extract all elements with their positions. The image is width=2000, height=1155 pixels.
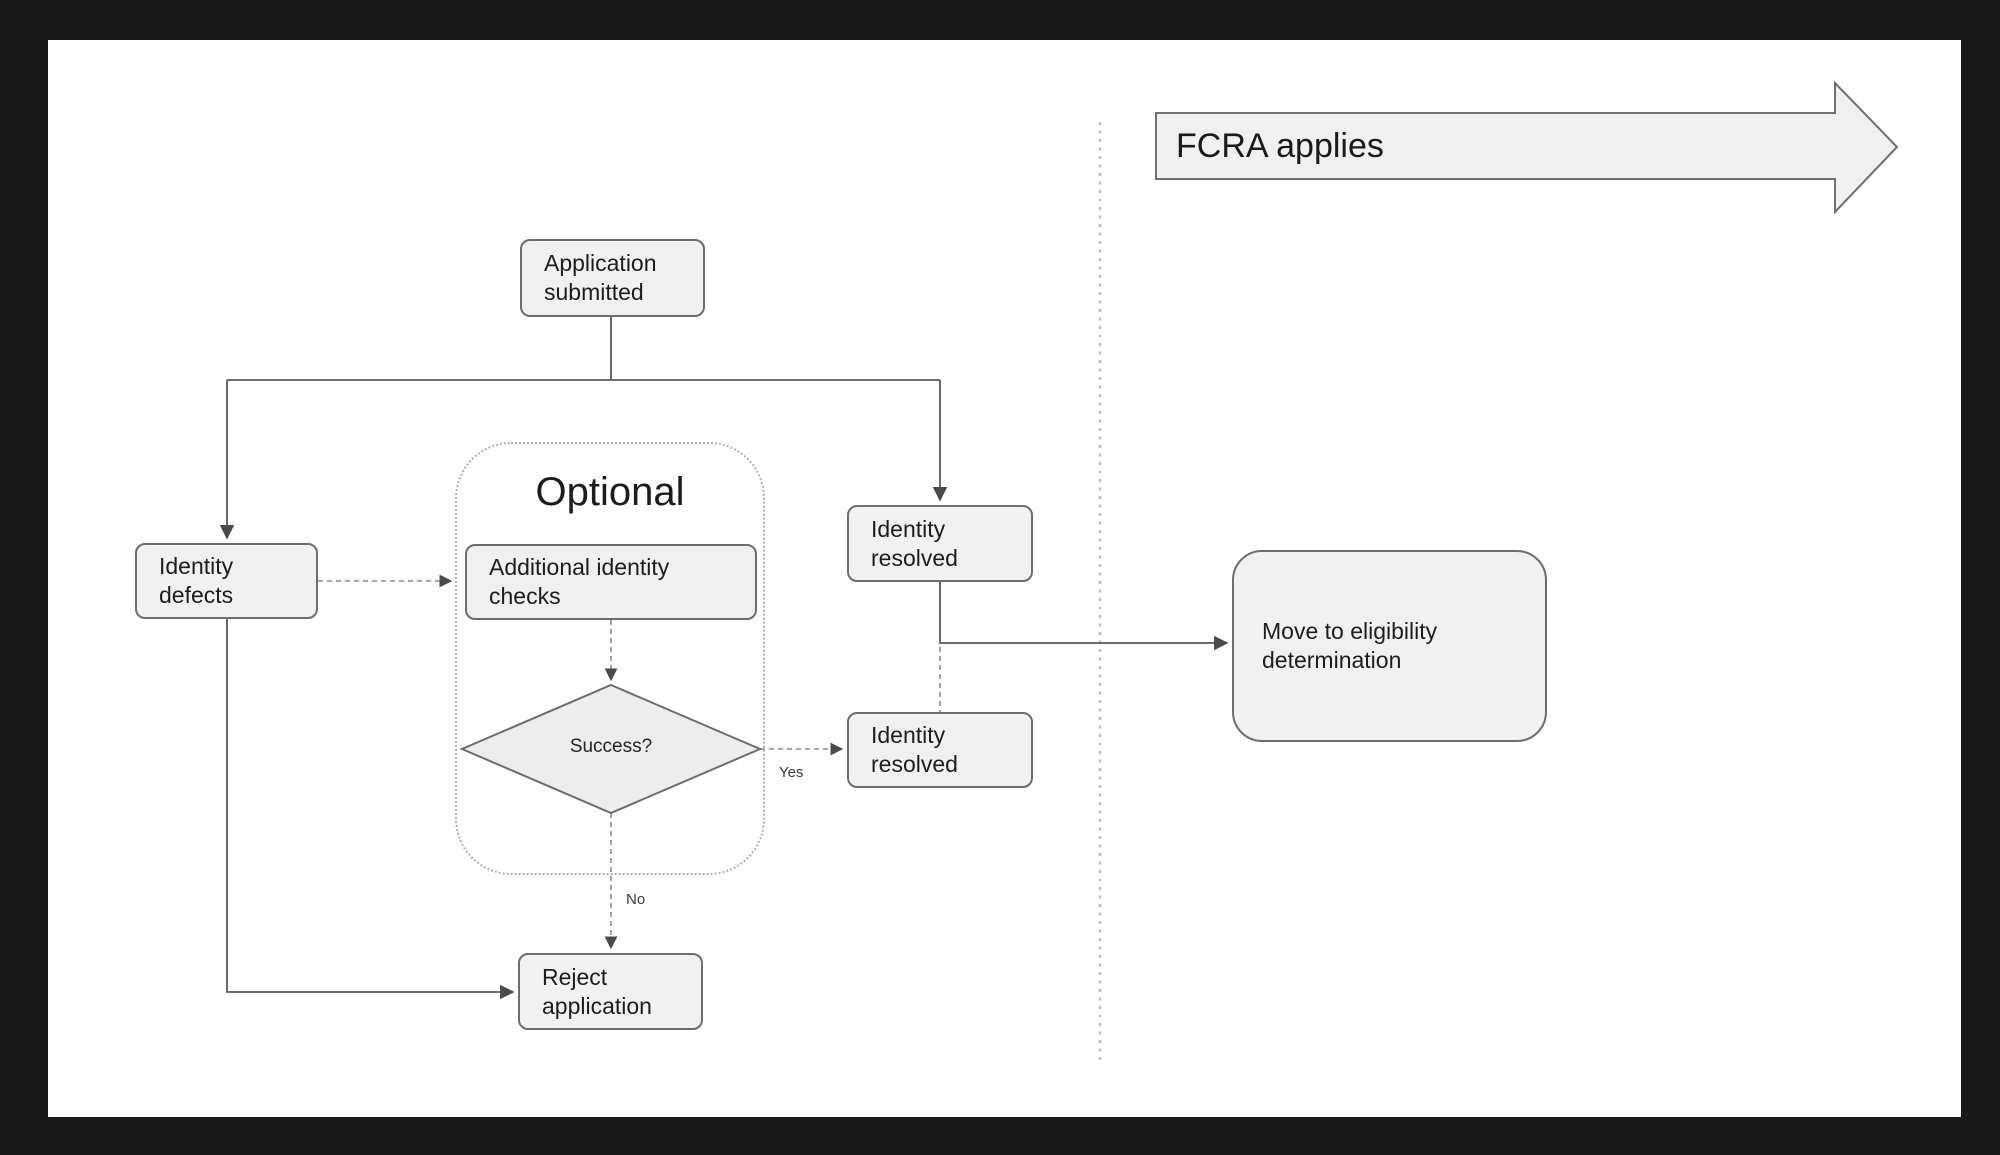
node-identity-resolved-1: Identity resolved xyxy=(847,505,1033,582)
node-label: Additional identity checks xyxy=(489,554,670,609)
edge-label-no: No xyxy=(626,891,646,908)
fcra-banner-label: FCRA applies xyxy=(1176,126,1384,165)
node-label: Identity resolved xyxy=(871,515,958,571)
node-additional-identity-checks: Additional identity checks xyxy=(465,544,757,620)
node-reject-application: Reject application xyxy=(518,953,703,1030)
node-application-submitted: Application submitted xyxy=(520,239,705,317)
success-decision-label: Success? xyxy=(569,736,653,757)
node-label: Identity defects xyxy=(159,553,234,608)
node-label: Reject application xyxy=(542,963,652,1019)
node-label: Application submitted xyxy=(544,250,657,305)
optional-group-container xyxy=(455,442,765,875)
node-label: Identity resolved xyxy=(871,722,958,777)
node-identity-defects: Identity defects xyxy=(135,543,318,619)
edge-label-yes: Yes xyxy=(779,764,804,781)
node-identity-resolved-2: Identity resolved xyxy=(847,712,1033,788)
optional-group-title: Optional xyxy=(535,470,685,514)
node-label: Move to eligibility determination xyxy=(1262,618,1438,673)
node-move-to-eligibility-determination: Move to eligibility determination xyxy=(1232,550,1547,742)
